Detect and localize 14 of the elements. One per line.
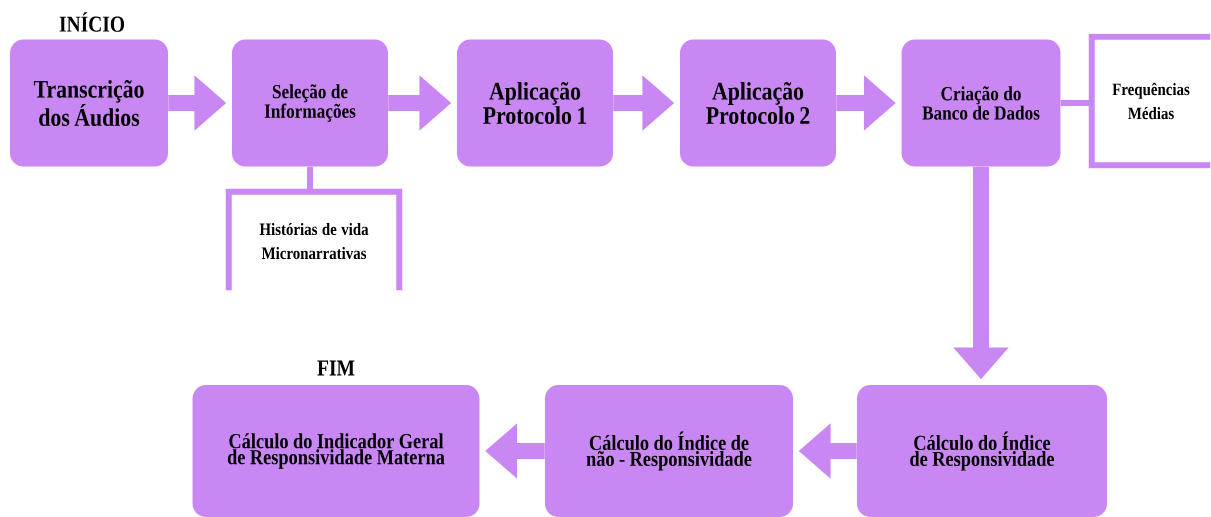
process-box: Cálculo do Indicador Geral de Responsividade Materna	[192, 385, 480, 517]
stage-label: FIM	[317, 360, 355, 376]
process-box: Criação do Banco de Dados	[901, 39, 1061, 167]
process-box: Seleção de Informações	[232, 39, 388, 167]
process-box: Aplicação Protocolo 2	[680, 39, 836, 167]
process-box: Transcrição dos Áudios	[10, 39, 168, 167]
bracket-box: Frequências Médias	[1088, 33, 1211, 169]
process-box: Cálculo do Índice de Responsividade	[857, 385, 1107, 517]
process-box: Cálculo do Índice de não - Responsividade	[545, 385, 793, 517]
connector-line	[1060, 100, 1092, 106]
stage-label: INÍCIO	[59, 12, 125, 32]
connector-line	[307, 166, 313, 192]
bracket-box: Histórias de vida Micronarrativas	[225, 188, 403, 291]
process-box: Aplicação Protocolo 1	[457, 39, 613, 167]
